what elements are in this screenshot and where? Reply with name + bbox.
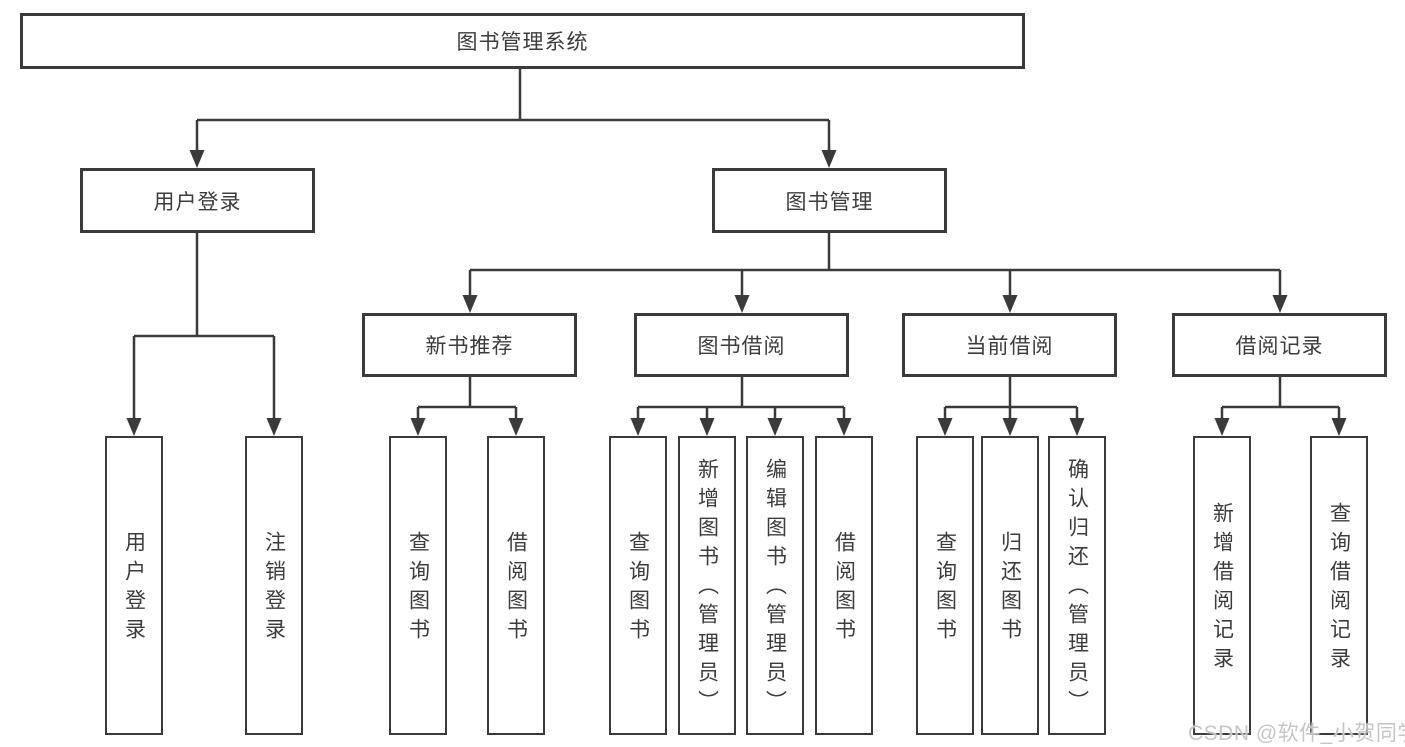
node-current-query-books: 查询图书 [916, 436, 974, 735]
node-return-books: 归还图书 [981, 436, 1039, 735]
node-borrowing-records: 借阅记录 [1172, 313, 1387, 377]
node-current-borrowing: 当前借阅 [902, 313, 1117, 377]
node-label: 图书管理 [785, 190, 874, 214]
node-label: 查询图书 [406, 530, 430, 647]
node-borrow-query-books: 查询图书 [609, 436, 667, 735]
node-label: 借阅图书 [832, 530, 856, 647]
node-label: 新增图书（管理员） [695, 458, 719, 719]
node-recommend-query-books: 查询图书 [389, 436, 447, 735]
node-new-book-recommend: 新书推荐 [362, 313, 577, 377]
node-label: 当前借阅 [965, 335, 1054, 358]
node-borrow-books: 借阅图书 [815, 436, 873, 735]
node-label: 编辑图书（管理员） [763, 458, 787, 719]
node-label: 新增借阅记录 [1210, 501, 1234, 676]
node-label: 图书借阅 [697, 335, 786, 358]
node-user-login-leaf: 用户登录 [105, 436, 163, 735]
node-label: 新书推荐 [425, 335, 514, 358]
node-add-borrow-record: 新增借阅记录 [1193, 436, 1251, 735]
node-label: 查询图书 [933, 530, 957, 647]
node-library-management-system: 图书管理系统 [20, 13, 1025, 69]
node-label: 用户登录 [153, 190, 242, 214]
node-label: 用户登录 [122, 530, 146, 647]
node-recommend-borrow-books: 借阅图书 [487, 436, 545, 735]
node-logout: 注销登录 [245, 436, 303, 735]
csdn-watermark: CSDN @软件_小贺同学 [1188, 722, 1405, 745]
node-label: 注销登录 [262, 530, 286, 647]
node-label: 借阅图书 [504, 530, 528, 647]
node-label: 查询借阅记录 [1327, 501, 1351, 676]
node-book-management: 图书管理 [712, 168, 947, 233]
node-label: 确认归还（管理员） [1065, 458, 1089, 719]
node-add-books-admin: 新增图书（管理员） [678, 436, 736, 735]
node-query-borrow-record: 查询借阅记录 [1310, 436, 1368, 735]
node-user-login: 用户登录 [80, 168, 315, 233]
node-label: 查询图书 [626, 530, 650, 647]
node-label: 借阅记录 [1235, 335, 1324, 358]
node-confirm-return-admin: 确认归还（管理员） [1048, 436, 1106, 735]
node-book-borrowing: 图书借阅 [634, 313, 849, 377]
node-label: 归还图书 [998, 530, 1022, 647]
node-label: 图书管理系统 [456, 31, 589, 54]
node-edit-books-admin: 编辑图书（管理员） [746, 436, 804, 735]
